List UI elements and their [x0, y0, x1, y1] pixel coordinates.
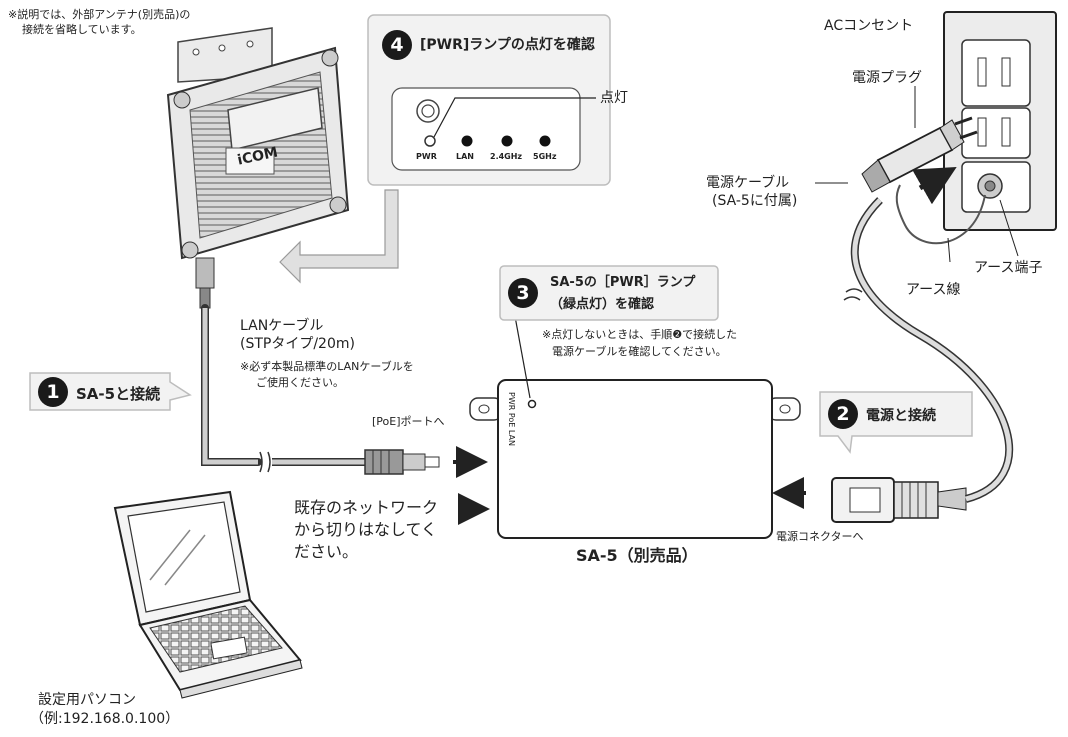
lan-cable-type: (STPタイプ/20m): [240, 336, 355, 352]
pointer-arrow-ap: [279, 189, 399, 284]
lan-connector: [364, 449, 440, 475]
step3-callout-box: [499, 265, 719, 321]
sa5-port-labels: PWR PoE LAN: [507, 392, 516, 446]
laptop: [113, 490, 303, 699]
step1-number-badge: 1: [38, 377, 68, 407]
lan-led: [461, 135, 473, 147]
sa5-device: [469, 379, 801, 539]
step1-callout-box: [29, 372, 192, 411]
step1-label: SA-5と接続: [76, 385, 161, 403]
step2-number-badge: 2: [828, 399, 858, 429]
network-note-line3: ださい。: [294, 542, 359, 561]
power-connector-label: 電源コネクターへ: [776, 530, 864, 543]
earth-wire-leader: [947, 237, 951, 263]
power-cable-outer: [850, 197, 1014, 503]
power-plug-label: 電源プラグ: [852, 70, 922, 86]
sa5-name: SA-5（別売品）: [576, 546, 698, 565]
arrow-plug-insert: [912, 167, 957, 205]
led-label-5ghz: 5GHz: [533, 152, 557, 161]
pc-ip-example: （例:192.168.0.100）: [30, 711, 180, 727]
antenna-note-line2: 接続を省略しています。: [22, 23, 142, 36]
antenna-note-line1: ※説明では、外部アンテナ(別売品)の: [8, 8, 191, 21]
step4-label: [PWR]ランプの点灯を確認: [420, 37, 595, 53]
pc-label: 設定用パソコン: [38, 692, 136, 708]
ac-outlet: [943, 11, 1057, 231]
step2-label: 電源と接続: [866, 408, 936, 424]
step3-note-line1: ※点灯しないときは、手順❷で接続した: [542, 328, 738, 341]
step3-number-badge: 3: [508, 278, 538, 308]
power-cable-break-mark: [843, 288, 863, 301]
step3-note-line2: 電源ケーブルを確認してください。: [552, 345, 727, 358]
step3-label-line1: SA-5の［PWR］ランプ: [550, 275, 696, 290]
step3-label-line2: （緑点灯）を確認: [550, 297, 655, 312]
power-plug: [861, 116, 978, 193]
earth-terminal-leader: [999, 199, 1019, 257]
2-4ghz-led: [501, 135, 513, 147]
poe-port-label: [PoE]ポートへ: [372, 415, 445, 428]
step4-number-badge: 4: [382, 30, 412, 60]
cable-break-mark: [259, 451, 271, 473]
power-connector: [831, 477, 967, 523]
ac-outlet-label: ACコンセント: [824, 18, 914, 34]
earth-wire-label: アース線: [906, 282, 961, 298]
pwr-led: [424, 135, 436, 147]
sa5-pwr-led: [527, 399, 537, 409]
step2-callout-box: [819, 391, 973, 454]
lan-cable-note-line1: ※必ず本製品標準のLANケーブルを: [240, 360, 414, 373]
network-note-line2: から切りはなしてく: [294, 520, 438, 539]
led-label-pwr: PWR: [416, 152, 437, 161]
access-point-device: [166, 27, 350, 309]
5ghz-led: [539, 135, 551, 147]
earth-wire: [895, 184, 986, 245]
power-cable-label: 電源ケーブル: [706, 175, 790, 191]
lit-leader-line: [433, 97, 596, 138]
earth-terminal-label: アース端子: [974, 260, 1043, 276]
power-cable-included: (SA-5に付属): [712, 193, 798, 209]
led-label-lan: LAN: [456, 152, 474, 161]
lan-cable-label: LANケーブル: [240, 318, 324, 334]
led-label-2-4ghz: 2.4GHz: [490, 152, 523, 161]
network-note-line1: 既存のネットワーク: [294, 498, 439, 517]
lit-label: 点灯: [600, 90, 628, 106]
lan-cable-note-line2: ご使用ください。: [256, 376, 344, 389]
